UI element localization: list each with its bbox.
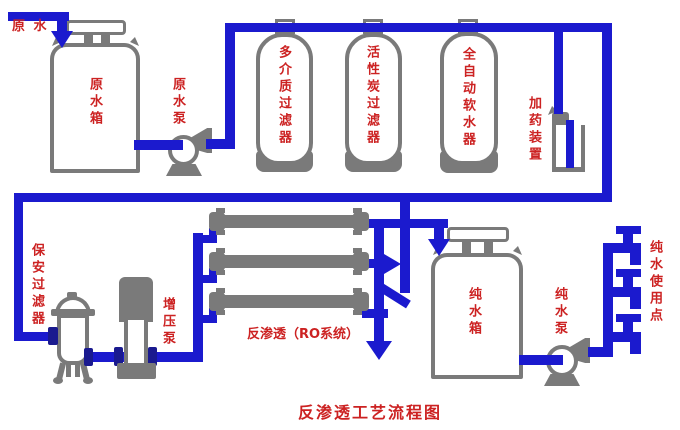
faucet-3-handle [616,314,641,322]
tank-feed-arrow [428,239,450,256]
ro-membrane-1-cap-left [209,208,225,235]
faucet-3-spout [630,341,641,354]
faucet-3-branch [611,332,641,342]
faucet-1-spout [630,251,641,265]
ro-branch-3-riser [209,308,217,322]
raw-water-inlet-label: 原 水 [12,19,49,34]
ro-membrane-2-body [218,255,362,268]
pure-tank-label: 纯水箱 [466,287,481,338]
raw-pump-base [166,164,202,176]
raw-pump-casing [168,135,199,166]
faucet-1-branch [603,243,641,253]
ro-membrane-3-cap-left [209,288,225,315]
pure-pump-outlet-pipe [588,347,608,357]
ro-branch-2-riser [209,268,217,282]
stage3-outlet-pipe [362,309,388,318]
ro-branch-1 [196,235,217,243]
return-header-pipe [14,193,612,202]
ro-membrane-3-body [218,295,362,308]
raw-tank-manhole [66,20,126,35]
ro-membrane-3-cap-right [353,288,369,315]
pure-tank-manhole [447,227,509,242]
ro-membrane-2-cap-left [209,248,225,275]
ro-branch-1-riser [209,228,217,242]
security-filter-foot [83,377,93,384]
softener-label: 全自动软水器 [460,47,475,149]
booster-pump-label: 增压泵 [160,297,175,348]
faucet-2-stem [623,276,633,288]
security-filter-peg [66,363,71,377]
tank-feed-drop [434,226,444,240]
pure-tank-manhole-post [484,240,493,254]
raw-pump-label: 原水泵 [170,77,185,128]
use-points-label: 纯水使用点 [647,240,662,325]
security-filter-foot [53,377,63,384]
ro-feed-riser [193,233,203,362]
booster-pump-base [117,363,156,379]
raw-inlet-arrow [51,31,73,48]
ro-membrane-1-cap-right [353,208,369,235]
raw-pump-riser [225,28,235,144]
raw-tank-manhole-post [101,33,110,45]
security-filter-flange [51,309,95,316]
stage2-outlet-arrow [384,254,401,274]
softener-vessel [440,32,498,165]
booster-inlet-connector [114,347,123,366]
filter-outlet-connector [84,348,93,366]
ro-membrane-1-body [218,215,362,228]
booster-pump-motor [119,277,153,322]
carbon-filter-label: 活性炭过滤器 [364,45,379,147]
security-filter-label: 保安过滤器 [29,243,44,328]
raw-inlet-pipe [8,12,69,21]
pure-water-tank [431,253,523,379]
header-tee-vertical [400,198,410,293]
pure-pump-label: 纯水泵 [552,287,567,338]
faucet-1-handle [616,226,641,234]
ro-membrane-2-cap-right [353,248,369,275]
concentrate-drain-arrow [366,341,392,360]
booster-pump-column [124,320,148,365]
security-filter-inlet-pipe [14,332,58,341]
faucet-3-stem [623,321,633,333]
top-header-pipe [225,23,612,32]
media-filter-label: 多介质过滤器 [276,45,291,147]
faucet-1-stem [623,233,633,244]
raw-tank-label: 原水箱 [87,77,102,128]
pure-tank-lug [513,246,522,255]
use-point-riser [603,243,613,357]
right-drop-pipe [602,28,612,198]
faucet-2-handle [616,269,641,277]
ro-branch-2 [196,275,217,283]
left-drop-pipe [14,198,23,340]
raw-pump-outlet-pipe [206,139,235,149]
faucet-2-spout [630,296,641,309]
raw-inlet-drop [57,17,67,33]
pure-tank-manhole-post [462,240,471,254]
security-filter-top-nub [67,292,77,298]
dosing-pump-spout [548,106,557,115]
raw-tank-manhole-post [84,33,93,45]
security-filter-inlet-connector [48,327,58,345]
media-filter-vessel [256,33,313,165]
carbon-filter-vessel [345,33,402,165]
pure-tank-outlet-pipe [519,355,563,365]
stage2-outlet-pipe [362,259,386,268]
dosing-device-label: 加药装置 [526,96,541,164]
booster-outlet-connector [148,347,157,366]
ro-branch-3 [196,315,217,323]
dosing-dip-tube [566,120,574,168]
tank-to-pump-pipe [134,140,183,150]
faucet-2-branch [611,287,641,297]
ro-collect-vertical [374,224,384,342]
pure-pump-base [544,374,580,386]
diagram-title: 反渗透工艺流程图 [297,403,442,422]
security-filter-peg [75,363,80,377]
ro-system-label: 反渗透（RO系统） [247,327,360,342]
security-filter-body [57,314,89,365]
raw-water-tank [50,43,140,173]
dosing-branch-pipe [554,30,563,114]
